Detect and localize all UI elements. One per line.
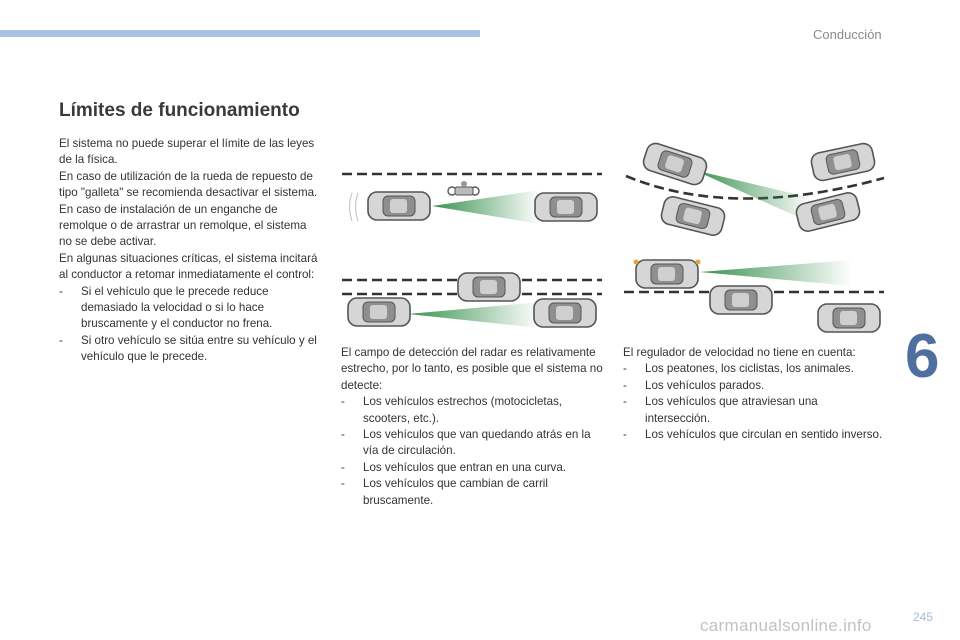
- watermark: carmanualsonline.info: [700, 616, 872, 635]
- illustration-narrow-vehicle: [342, 172, 602, 224]
- list-item: Los vehículos que van quedando atrás en …: [341, 427, 603, 460]
- page-title: Límites de funcionamiento: [59, 100, 300, 121]
- indicator-light: [695, 259, 701, 265]
- front-car: [817, 303, 881, 333]
- paragraph: En caso de utilización de la rueda de re…: [59, 169, 318, 200]
- list-item: Si otro vehículo se sitúa entre su vehíc…: [59, 333, 319, 366]
- bullet-list: Los peatones, los ciclistas, los animale…: [623, 361, 885, 443]
- section-name: Conducción: [813, 27, 882, 42]
- lane-line: [625, 174, 885, 200]
- indicator-light: [633, 259, 639, 265]
- list-item: Los vehículos parados.: [623, 378, 885, 395]
- own-car: [367, 191, 431, 221]
- paragraph: El campo de detección del radar es relat…: [341, 346, 603, 392]
- header-accent-bar: [0, 30, 480, 37]
- radar-cone: [700, 260, 852, 286]
- changing-car: [709, 285, 773, 315]
- own-car: [640, 140, 710, 188]
- radar-cone: [432, 190, 540, 224]
- column-radar: El campo de detección del radar es relat…: [341, 345, 603, 509]
- chapter-number: 6: [905, 322, 940, 391]
- illustration-curve: [625, 140, 885, 238]
- radar-cone: [408, 302, 540, 328]
- list-item: Los vehículos que cambian de carril brus…: [341, 476, 603, 509]
- paragraph: El sistema no puede superar el límite de…: [59, 137, 315, 167]
- curve-car: [808, 141, 878, 183]
- list-item: Los vehículos que circulan en sentido in…: [623, 427, 885, 444]
- radar-cone: [694, 170, 812, 218]
- list-item: Los vehículos que entran en una curva.: [341, 460, 603, 477]
- list-item: Los peatones, los ciclistas, los animale…: [623, 361, 885, 378]
- front-car: [534, 192, 598, 222]
- list-item: Los vehículos estrechos (motocicletas, s…: [341, 394, 603, 427]
- own-car: [635, 259, 699, 289]
- paragraph: El regulador de velocidad no tiene en cu…: [623, 346, 856, 359]
- column-regulator: El regulador de velocidad no tiene en cu…: [623, 345, 885, 444]
- illustration-lane-change: [624, 259, 884, 333]
- motion-lines: [348, 192, 359, 222]
- list-item: Si el vehículo que le precede reduce dem…: [59, 284, 319, 333]
- lagging-car: [457, 272, 521, 302]
- list-item: Los vehículos que atraviesan una interse…: [623, 394, 885, 427]
- motorcycle-icon: [447, 181, 480, 196]
- illustration-lagging-vehicle: [342, 272, 602, 328]
- lower-car: [658, 194, 728, 238]
- column-limits: El sistema no puede superar el límite de…: [59, 136, 319, 366]
- page-number: 245: [913, 610, 934, 624]
- front-car: [533, 298, 597, 328]
- bullet-list: Los vehículos estrechos (motocicletas, s…: [341, 394, 603, 509]
- own-car: [347, 297, 411, 327]
- paragraph: En algunas situaciones críticas, el sist…: [59, 251, 318, 282]
- paragraph: En caso de instalación de un enganche de…: [59, 202, 307, 249]
- bullet-list: Si el vehículo que le precede reduce dem…: [59, 284, 319, 366]
